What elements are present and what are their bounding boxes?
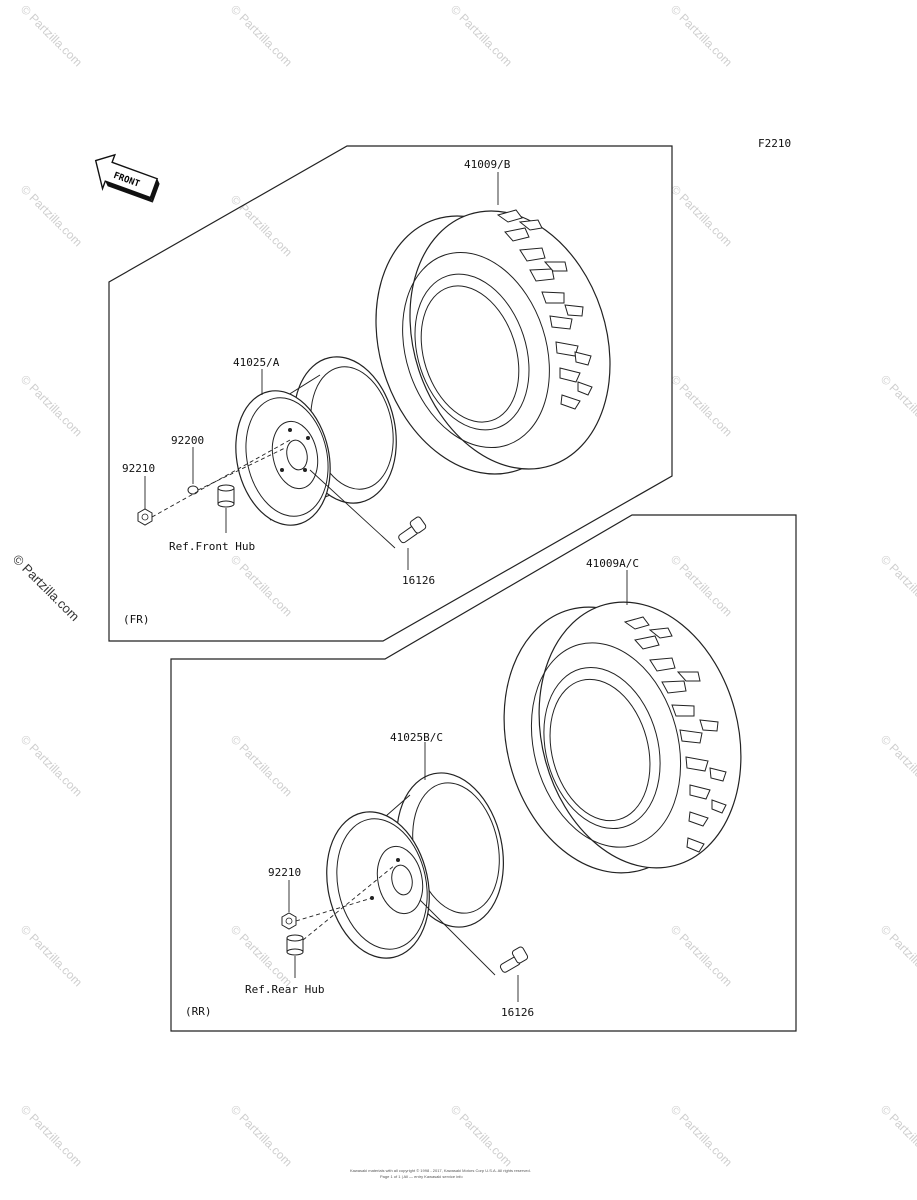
front-tire-label: 41009/B bbox=[464, 158, 511, 171]
watermark: © Partzilla.com bbox=[878, 552, 917, 619]
front-leader-lines bbox=[144, 172, 499, 570]
watermark: © Partzilla.com bbox=[18, 922, 85, 989]
watermark: © Partzilla.com bbox=[18, 372, 85, 439]
watermark: © Partzilla.com bbox=[668, 2, 735, 69]
front-wheel-label: 41025/A bbox=[233, 356, 280, 369]
rear-nut-label: 92210 bbox=[268, 866, 301, 879]
watermark: © Partzilla.com bbox=[668, 922, 735, 989]
rear-tire-label: 41009A/C bbox=[586, 557, 639, 570]
watermark: © Partzilla.com bbox=[228, 552, 295, 619]
front-hub-ref: Ref.Front Hub bbox=[169, 540, 255, 553]
front-washer bbox=[187, 485, 199, 495]
watermark: © Partzilla.com bbox=[18, 732, 85, 799]
front-section-tag: (FR) bbox=[123, 613, 150, 626]
front-tire bbox=[375, 209, 611, 475]
front-washer-label: 92200 bbox=[171, 434, 204, 447]
watermark: © Partzilla.com bbox=[228, 732, 295, 799]
rear-section-tag: (RR) bbox=[185, 1005, 212, 1018]
watermark: © Partzilla.com bbox=[878, 372, 917, 439]
watermark: © Partzilla.com bbox=[668, 182, 735, 249]
front-section-frame bbox=[108, 145, 673, 642]
copyright-line-2: Page 1 of 1 | All — entry Kawasaki servi… bbox=[380, 1174, 463, 1179]
front-arrow-icon: FRONT bbox=[94, 153, 160, 203]
watermark: © Partzilla.com bbox=[10, 552, 83, 625]
copyright-line-1: Kawasaki materials with all copyright © … bbox=[350, 1168, 531, 1173]
front-wheel-rim bbox=[235, 356, 397, 526]
watermark: © Partzilla.com bbox=[228, 192, 295, 259]
watermark: © Partzilla.com bbox=[668, 1102, 735, 1169]
figure-code: F2210 bbox=[758, 137, 791, 150]
front-hub-spacer bbox=[217, 484, 235, 508]
rear-tire bbox=[503, 601, 742, 874]
watermark: © Partzilla.com bbox=[448, 1102, 515, 1169]
watermark: © Partzilla.com bbox=[878, 1102, 917, 1169]
rear-section: 41009A/C 41025B/C 92210 Ref.Rear Hub 161… bbox=[170, 514, 797, 1032]
rear-hub-ref: Ref.Rear Hub bbox=[245, 983, 324, 996]
watermark: © Partzilla.com bbox=[228, 2, 295, 69]
rear-nut bbox=[281, 912, 297, 930]
rear-valve bbox=[499, 946, 529, 973]
watermark: © Partzilla.com bbox=[878, 732, 917, 799]
front-section: 41009/B 41025/A 92200 92210 Ref.Front Hu… bbox=[108, 145, 673, 642]
rear-leader-lines bbox=[288, 570, 628, 1002]
watermark: © Partzilla.com bbox=[228, 922, 295, 989]
watermark: © Partzilla.com bbox=[18, 1102, 85, 1169]
front-valve-label: 16126 bbox=[402, 574, 435, 587]
rear-valve-label: 16126 bbox=[501, 1006, 534, 1019]
rear-wheel-label: 41025B/C bbox=[390, 731, 443, 744]
watermark: © Partzilla.com bbox=[448, 2, 515, 69]
front-nut-label: 92210 bbox=[122, 462, 155, 475]
watermark: © Partzilla.com bbox=[18, 2, 85, 69]
rear-wheel-rim bbox=[326, 772, 504, 959]
front-nut bbox=[137, 508, 153, 526]
watermark: © Partzilla.com bbox=[228, 1102, 295, 1169]
rear-hub-spacer bbox=[286, 934, 304, 956]
watermark: © Partzilla.com bbox=[668, 552, 735, 619]
watermark: © Partzilla.com bbox=[668, 372, 735, 439]
front-valve bbox=[398, 516, 427, 544]
rear-section-frame bbox=[170, 514, 797, 1032]
watermark: © Partzilla.com bbox=[878, 922, 917, 989]
watermark: © Partzilla.com bbox=[18, 182, 85, 249]
